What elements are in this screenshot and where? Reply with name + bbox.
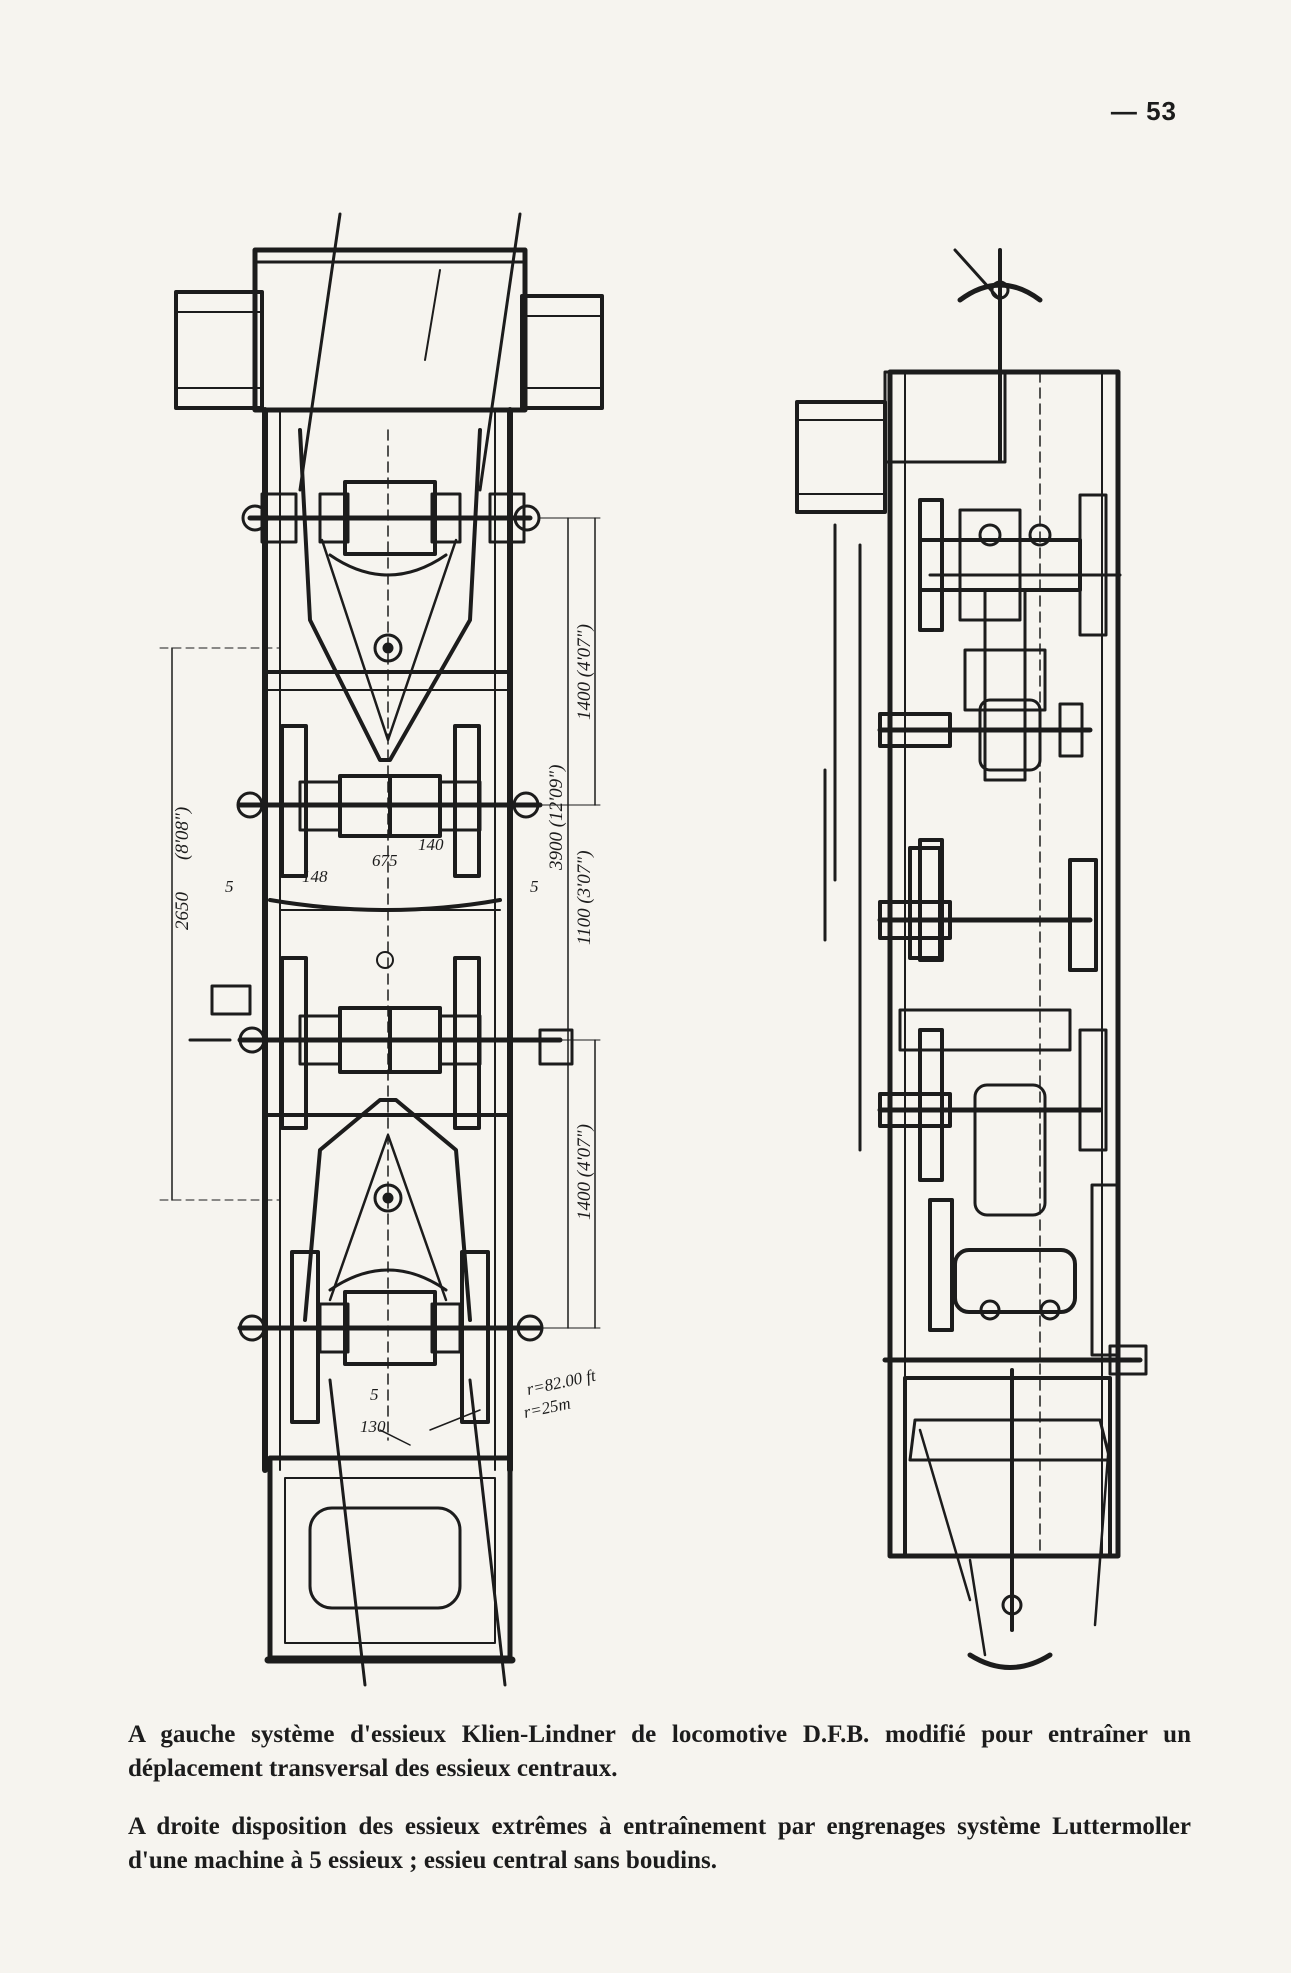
left-drawing-klien-lindner [159, 212, 604, 1687]
page-number: — 53 [1110, 96, 1177, 126]
dim-148-label: 148 [302, 867, 328, 886]
dim-2650-imperial-label: (8'08") [172, 807, 193, 860]
dim-3900-label: 3900 (12'09") [546, 765, 567, 871]
dim-140-label: 140 [418, 835, 444, 854]
left-link-frame-1 [263, 428, 512, 762]
technical-drawings: 2650 (8'08") 1400 (4'07") 3900 (12'09") … [159, 212, 1148, 1687]
dim-2650-label: 2650 [172, 892, 193, 931]
left-axle-4 [237, 1250, 544, 1424]
dim-1400-top-label: 1400 (4'07") [574, 624, 595, 720]
caption-left-drawing: A gauche système d'essieux Klien-Lindner… [128, 1721, 1191, 1782]
right-gearbox-1 [918, 508, 1122, 622]
dim-5-left-label: 5 [225, 877, 234, 896]
dim-1400-bottom-label: 1400 (4'07") [574, 1124, 595, 1220]
caption-right-drawing: A droite disposition des essieux extrême… [128, 1813, 1191, 1874]
left-axle-2 [236, 724, 543, 912]
dim-5-right-label: 5 [530, 877, 539, 896]
left-axle-1 [241, 480, 541, 577]
left-link-frame-2 [263, 1098, 512, 1322]
dim-130-label: 130 [360, 1417, 386, 1436]
dim-5-bottom-label: 5 [370, 1385, 379, 1404]
dim-1100-label: 1100 (3'07") [574, 850, 595, 945]
right-drawing-luttermoller [795, 248, 1148, 1670]
left-axle-3 [188, 951, 574, 1130]
dim-675-label: 675 [372, 851, 398, 870]
